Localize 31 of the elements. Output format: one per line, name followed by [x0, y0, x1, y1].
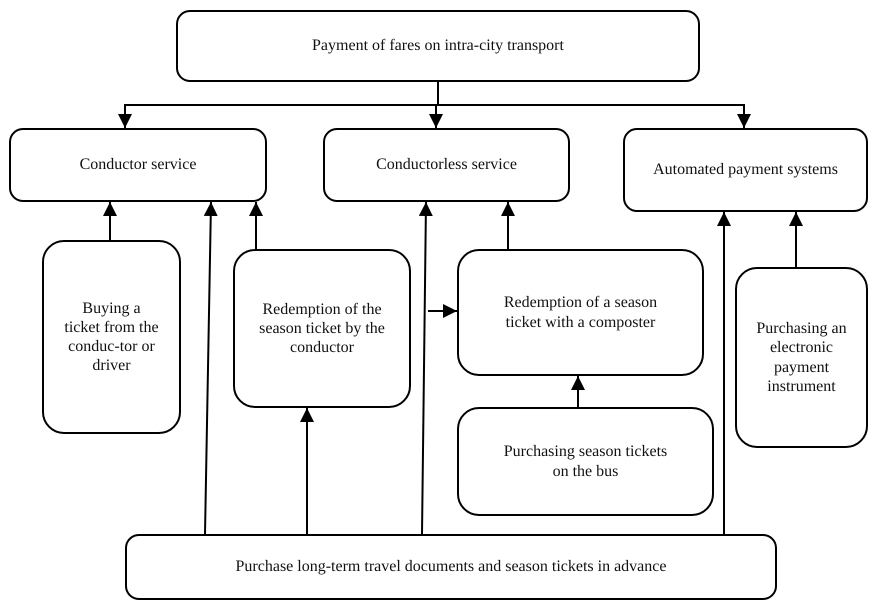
arrow — [717, 212, 731, 534]
box-label: Redemption of a season ticket with a composter — [502, 293, 658, 332]
process-box — [457, 407, 714, 516]
box-label: Buying a ticket from the conduc-tor or driver — [64, 298, 159, 376]
process-box — [233, 249, 411, 408]
process-box — [9, 128, 267, 202]
arrow — [204, 202, 218, 534]
process-box — [457, 249, 704, 376]
process-box — [125, 534, 777, 600]
box-label: Automated payment systems — [653, 160, 838, 180]
box-label: Redemption of the season ticket by the conductor — [258, 300, 386, 358]
arrow — [501, 202, 515, 249]
arrow — [418, 202, 433, 534]
arrow — [428, 304, 457, 318]
arrow — [571, 376, 585, 407]
box-label: Purchasing season tickets on the bus — [502, 442, 668, 481]
arrow — [249, 202, 263, 249]
box-label: Purchase long-term travel documents and season tickets in advance — [236, 557, 666, 577]
arrow — [300, 408, 314, 534]
arrow — [437, 82, 751, 128]
box-label: Purchasing an electronic payment instrument — [755, 319, 848, 396]
process-box — [42, 240, 181, 434]
box-label: Conductorless service — [376, 155, 517, 175]
process-box — [623, 128, 868, 212]
arrow — [789, 212, 803, 267]
box-label: Payment of fares on intra-city transport — [312, 36, 564, 56]
process-box — [176, 10, 700, 82]
process-box — [323, 128, 570, 202]
process-box — [735, 267, 868, 448]
box-label: Conductor service — [80, 155, 196, 175]
arrow — [103, 202, 117, 240]
